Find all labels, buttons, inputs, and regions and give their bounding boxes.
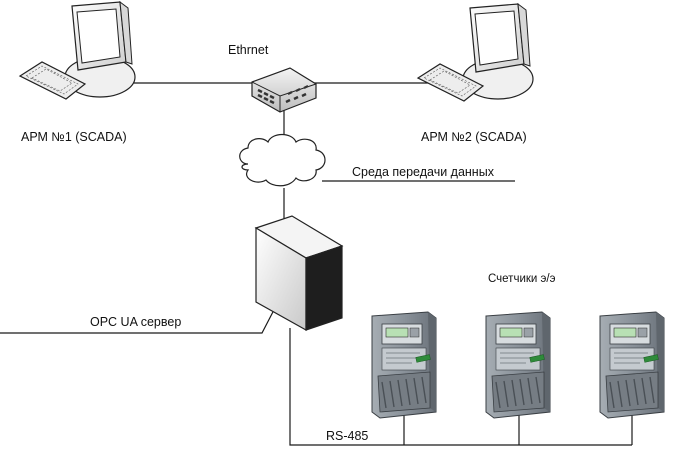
meter-3 xyxy=(599,311,665,419)
meter-2 xyxy=(485,311,551,419)
desktop-computer-icon xyxy=(19,1,136,100)
server-tower-icon xyxy=(254,215,344,332)
desktop-computer-icon xyxy=(417,3,534,102)
electricity-meter-icon xyxy=(371,311,437,419)
rs485-label: RS-485 xyxy=(326,429,368,443)
network-switch-icon xyxy=(251,67,317,113)
network-links xyxy=(0,82,633,446)
cloud-icon xyxy=(239,133,326,187)
electricity-meter-icon xyxy=(599,311,665,419)
ethernet-label: Ethrnet xyxy=(228,43,269,57)
arm2-label: АРМ №2 (SCADA) xyxy=(421,130,527,144)
arm1-label: АРМ №1 (SCADA) xyxy=(21,130,127,144)
meters-label: Счетчики э/э xyxy=(488,273,556,285)
medium-label: Среда передачи данных xyxy=(352,165,495,179)
workstation-2 xyxy=(417,3,534,102)
opc-server-label: OPC UA сервер xyxy=(90,315,181,329)
workstation-1 xyxy=(19,1,136,100)
electricity-meter-icon xyxy=(485,311,551,419)
meter-1 xyxy=(371,311,437,419)
opc-label-line xyxy=(0,305,277,334)
rs485-bus xyxy=(289,328,632,446)
